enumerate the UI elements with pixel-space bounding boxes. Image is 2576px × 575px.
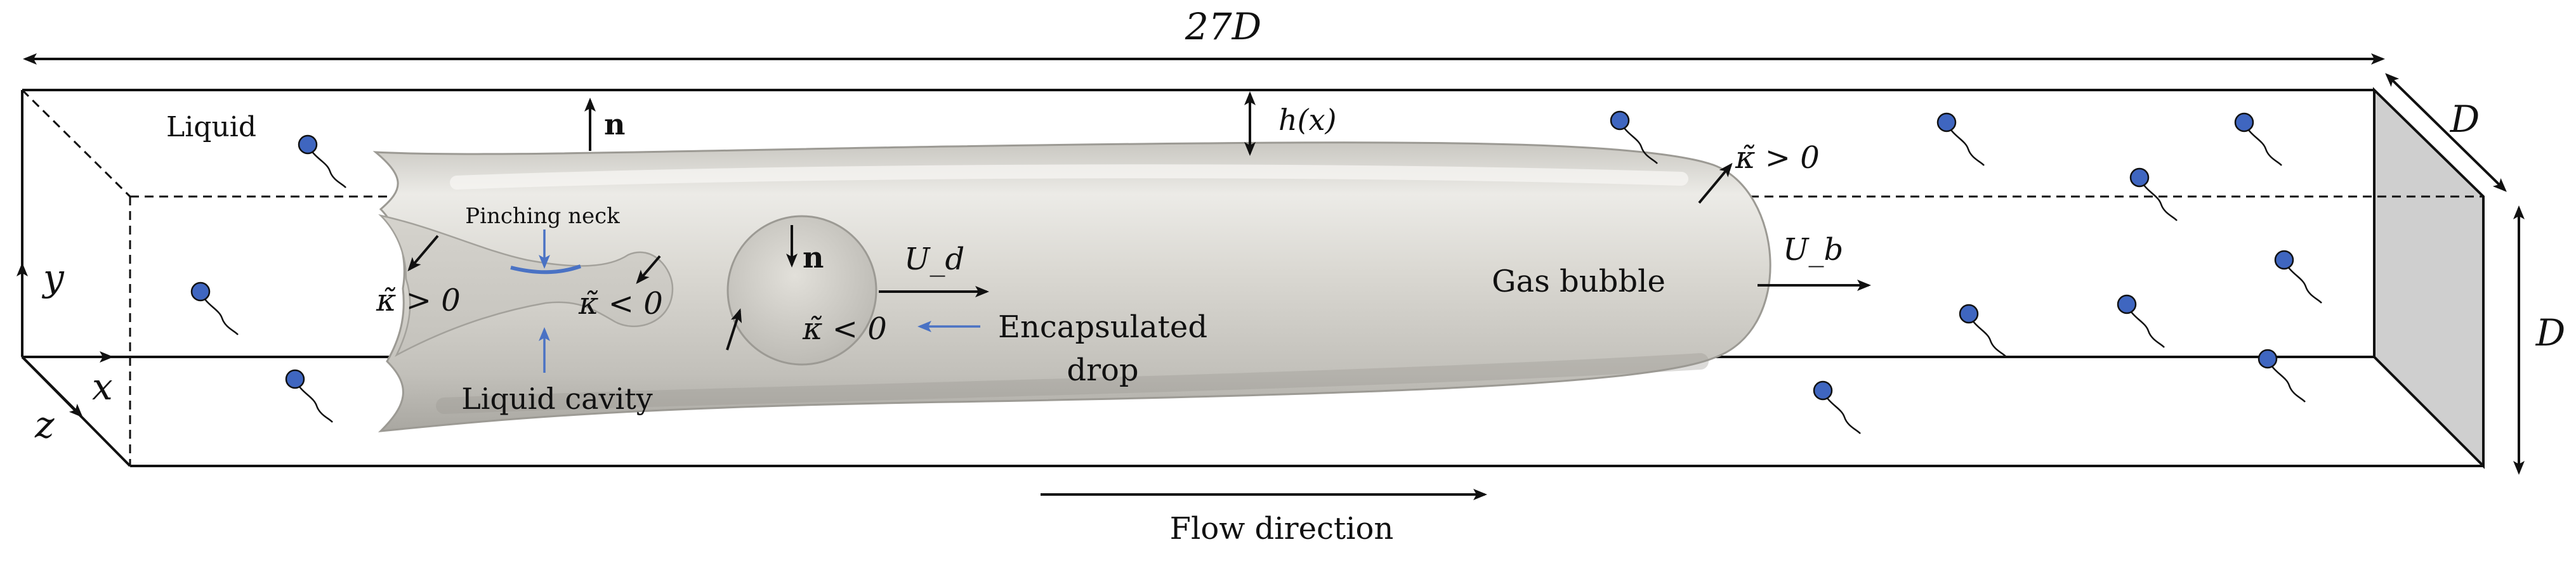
arrow-icon <box>1698 162 1733 204</box>
gas-bubble-body <box>372 141 1771 432</box>
surfactant-particle-icon <box>2257 349 2306 403</box>
normal-drop-label: n <box>803 240 824 275</box>
surfactant-particle-icon <box>2129 167 2178 221</box>
surfactant-particle-icon <box>190 281 239 335</box>
liquid-cavity <box>378 214 674 357</box>
surfactant-particle-icon <box>1813 380 1861 434</box>
surfactant-particle-icon <box>2117 294 2165 348</box>
surfactant-particle-icon <box>1959 304 2007 358</box>
kappa-positive-nose-label: κ̃ > 0 <box>1735 140 1820 176</box>
length-label: 27D <box>1185 5 1261 48</box>
liquid-label: Liquid <box>166 111 256 143</box>
surfactant-particle-icon <box>1610 110 1658 164</box>
arrow-icon <box>21 356 83 418</box>
liquid-cavity-label: Liquid cavity <box>461 382 652 416</box>
kappa-positive-left-label: κ̃ > 0 <box>376 283 461 318</box>
film-thickness-label: h(x) <box>1278 103 1336 137</box>
drop-velocity-label: U_d <box>904 242 964 277</box>
width-label: D <box>2450 98 2480 141</box>
kappa-negative-drop-label: κ̃ < 0 <box>802 311 887 347</box>
kappa-negative-cavity-label: κ̃ < 0 <box>578 286 663 321</box>
arrow-icon <box>2385 73 2507 192</box>
axis-x-label: x <box>92 365 113 408</box>
encapsulated-drop <box>726 215 877 366</box>
surfactant-particle-icon <box>2234 112 2282 166</box>
pinching-neck-marker <box>510 264 581 275</box>
channel-end-face <box>2373 87 2485 469</box>
surfactant-particles <box>190 110 2322 434</box>
encapsulated-drop-label-line2: drop <box>1067 352 1138 388</box>
arrows <box>16 53 2525 500</box>
surfactant-particle-icon <box>285 369 333 423</box>
bubble-velocity-label: U_b <box>1783 232 1843 268</box>
bubble-shadow <box>436 353 1709 414</box>
encapsulated-drop-label-line1: Encapsulated <box>998 309 1207 345</box>
blue-annotations <box>510 229 980 373</box>
arrow-icon <box>636 255 661 285</box>
gas-bubble-label: Gas bubble <box>1492 264 1666 299</box>
axis-z-label: z <box>34 403 55 446</box>
arrow-icon <box>407 235 439 272</box>
text-labels: 27D D D h(x) n Liquid Pinching neck κ̃ >… <box>34 5 2565 546</box>
pinching-neck-label: Pinching neck <box>465 204 620 229</box>
height-label: D <box>2535 311 2566 354</box>
axis-y-label: y <box>41 256 65 299</box>
surfactant-particle-icon <box>2274 250 2322 304</box>
surfactant-particle-icon <box>1936 112 1985 166</box>
surfactant-particle-icon <box>298 134 346 188</box>
bubble-highlight <box>450 164 1688 190</box>
arrow-icon <box>726 308 742 351</box>
gas-bubble <box>372 141 1771 432</box>
flow-direction-label: Flow direction <box>1170 511 1394 546</box>
normal-top-label: n <box>604 107 625 141</box>
